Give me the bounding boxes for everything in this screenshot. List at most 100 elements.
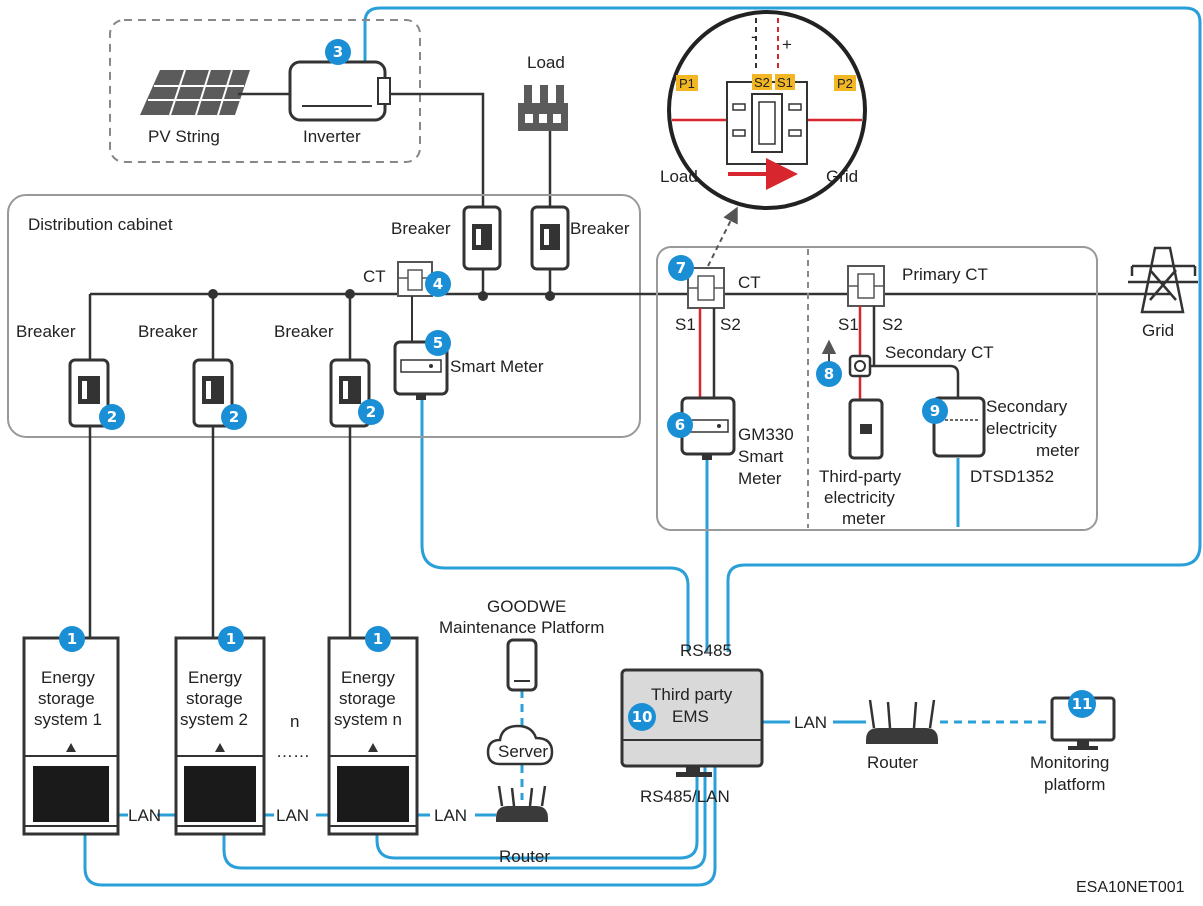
inverter-label: Inverter [303, 127, 361, 146]
load-label: Load [527, 53, 565, 72]
badge-1-ess1: 1 [59, 626, 85, 652]
secondary-meter-label-1: Secondary [986, 397, 1068, 416]
smart-meter-label: Smart Meter [450, 357, 544, 376]
essn-label-3: system n [334, 710, 402, 729]
monitoring-label-2: platform [1044, 775, 1105, 794]
breaker-label-inverter: Breaker [391, 219, 451, 238]
distribution-cabinet-label: Distribution cabinet [28, 215, 173, 234]
bus-junction-dots [208, 289, 555, 301]
svg-text:6: 6 [675, 416, 685, 434]
svg-text:1: 1 [67, 630, 77, 648]
secondary-ct-label: Secondary CT [885, 343, 994, 362]
breaker-icon-inverter [462, 205, 502, 271]
breaker-icon-ess1 [68, 358, 110, 428]
essn-label-1: Energy [341, 668, 395, 687]
third-party-meter-label-1: Third-party [819, 467, 902, 486]
router-icon-left [496, 785, 548, 822]
server-cloud-icon [486, 724, 554, 766]
ct-detail-grid: Grid [826, 167, 858, 186]
badge-3-inverter: 3 [325, 39, 351, 65]
svg-text:1: 1 [373, 630, 383, 648]
badge-2-ess1: 2 [99, 404, 125, 430]
svg-text:1: 1 [226, 630, 236, 648]
badge-9-secondary-meter: 9 [922, 398, 948, 424]
gm330-label-1: GM330 [738, 425, 794, 444]
load-building-icon [518, 85, 568, 131]
ct-detail-pointer [707, 206, 738, 267]
rs485-label: RS485 [680, 641, 732, 660]
breaker-label-load: Breaker [570, 219, 630, 238]
s1-label-primary: S1 [838, 315, 859, 334]
svg-text:7: 7 [676, 259, 686, 277]
distribution-cabinet-box [7, 194, 641, 438]
communication-lines [83, 6, 1202, 887]
ct-detail-zoom [667, 10, 867, 210]
grid-label: Grid [1142, 321, 1174, 340]
badge-7-ct: 7 [668, 255, 694, 281]
ess1-cabinet [22, 636, 120, 836]
badge-2-ess2: 2 [221, 404, 247, 430]
smart-meter-comm-line [420, 398, 690, 652]
third-party-meter-label-3: meter [842, 509, 886, 528]
lan-label-3: LAN [434, 806, 467, 825]
ems-monitor-icon [620, 668, 764, 777]
ess1-label-1: Energy [41, 668, 95, 687]
badge-6-gm330: 6 [667, 412, 693, 438]
gm330-label-3: Meter [738, 469, 782, 488]
breaker-label-essn: Breaker [274, 322, 334, 341]
essn-label-2: storage [339, 689, 396, 708]
lan-label-1: LAN [128, 806, 161, 825]
server-label: Server [498, 742, 548, 761]
svg-text:9: 9 [930, 402, 940, 420]
rs485-lan-label: RS485/LAN [640, 787, 730, 806]
ct-detail-s1: S1 [777, 75, 793, 90]
svg-text:3: 3 [333, 43, 343, 61]
svg-text:2: 2 [366, 403, 376, 421]
gm330-label-2: Smart [738, 447, 784, 466]
s1-label-gm330: S1 [675, 315, 696, 334]
ess2-label-3: system 2 [180, 710, 248, 729]
lan-label-2: LAN [276, 806, 309, 825]
badge-8-secondary-ct: 8 [816, 361, 842, 387]
router-label-left: Router [499, 847, 550, 866]
ess2-label-2: storage [186, 689, 243, 708]
ct-detail-p1: P1 [679, 76, 695, 91]
dtsd-label: DTSD1352 [970, 467, 1054, 486]
ems-label-1: Third party [651, 685, 733, 704]
badge-1-ess2: 1 [218, 626, 244, 652]
monitoring-label-1: Monitoring [1030, 753, 1109, 772]
svg-text:8: 8 [824, 365, 834, 383]
inverter-comm-line [363, 6, 1202, 652]
n-label: n [290, 712, 299, 731]
inverter-icon [288, 60, 391, 122]
pv-area-dashed-box [109, 19, 421, 163]
router-label-right: Router [867, 753, 918, 772]
badge-1-essn: 1 [365, 626, 391, 652]
router-icon-right [866, 699, 938, 744]
pv-panel-icon [140, 69, 250, 116]
ct-label-gm330: CT [738, 273, 761, 292]
dashed-comm-lines [520, 690, 1052, 800]
ellipsis-label: …… [276, 742, 310, 761]
ess1-label-3: system 1 [34, 710, 102, 729]
essn-comm-line [375, 758, 699, 860]
primary-ct-label: Primary CT [902, 265, 988, 284]
s2-label-gm330: S2 [720, 315, 741, 334]
essn-cabinet [327, 636, 419, 836]
svg-text:4: 4 [433, 275, 443, 293]
goodwe-label-1: GOODWE [487, 597, 566, 616]
badge-5-smart-meter: 5 [425, 330, 451, 356]
breaker-icon-load [530, 205, 570, 271]
badge-11-monitoring: 11 [1068, 690, 1096, 718]
grid-tower-icon [1128, 246, 1198, 314]
ess1-comm-line [83, 758, 717, 887]
svg-text:5: 5 [433, 334, 443, 352]
lan-label-ems: LAN [794, 713, 827, 732]
svg-text:10: 10 [632, 708, 653, 726]
badge-4-ct: 4 [425, 271, 451, 297]
inverter-power-line [390, 92, 485, 210]
secondary-meter-label-3: meter [1036, 441, 1080, 460]
ct-detail-load: Load [660, 167, 698, 186]
ems-label-2: EMS [672, 707, 709, 726]
